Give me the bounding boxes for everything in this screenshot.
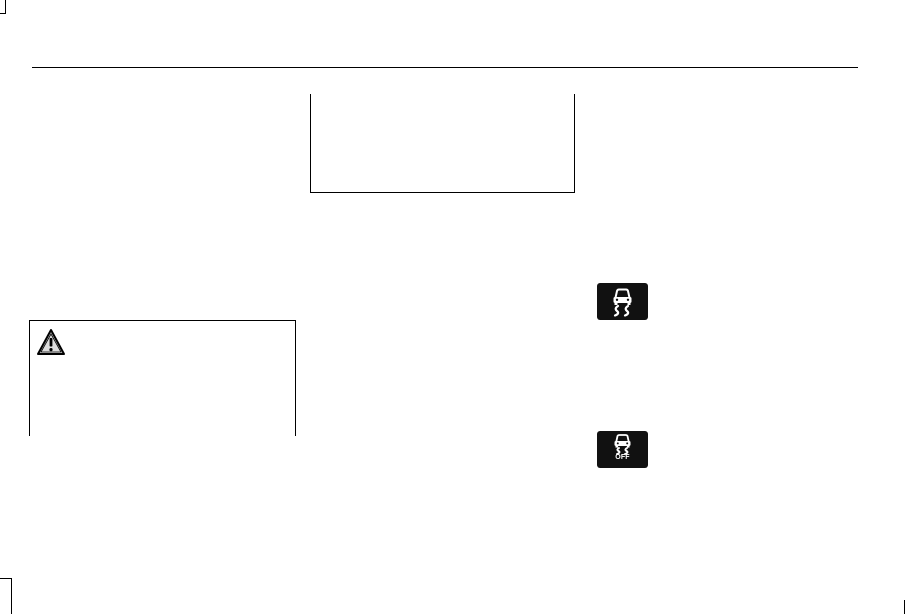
crop-mark-top-left-vertical <box>5 0 6 13</box>
traction-control-icon <box>597 283 648 320</box>
header-rule <box>32 67 858 68</box>
note-box <box>310 94 575 193</box>
crop-mark-bottom-left-vertical <box>11 578 12 614</box>
crop-mark-bottom-left-horizontal <box>0 578 12 579</box>
warning-box <box>29 320 296 436</box>
crop-mark-bottom-right-vertical <box>904 600 905 614</box>
warning-triangle-icon <box>37 329 65 355</box>
traction-control-off-label: OFF <box>615 454 630 461</box>
traction-control-off-icon: OFF <box>597 431 648 468</box>
crop-mark-top-left-horizontal <box>0 13 6 14</box>
